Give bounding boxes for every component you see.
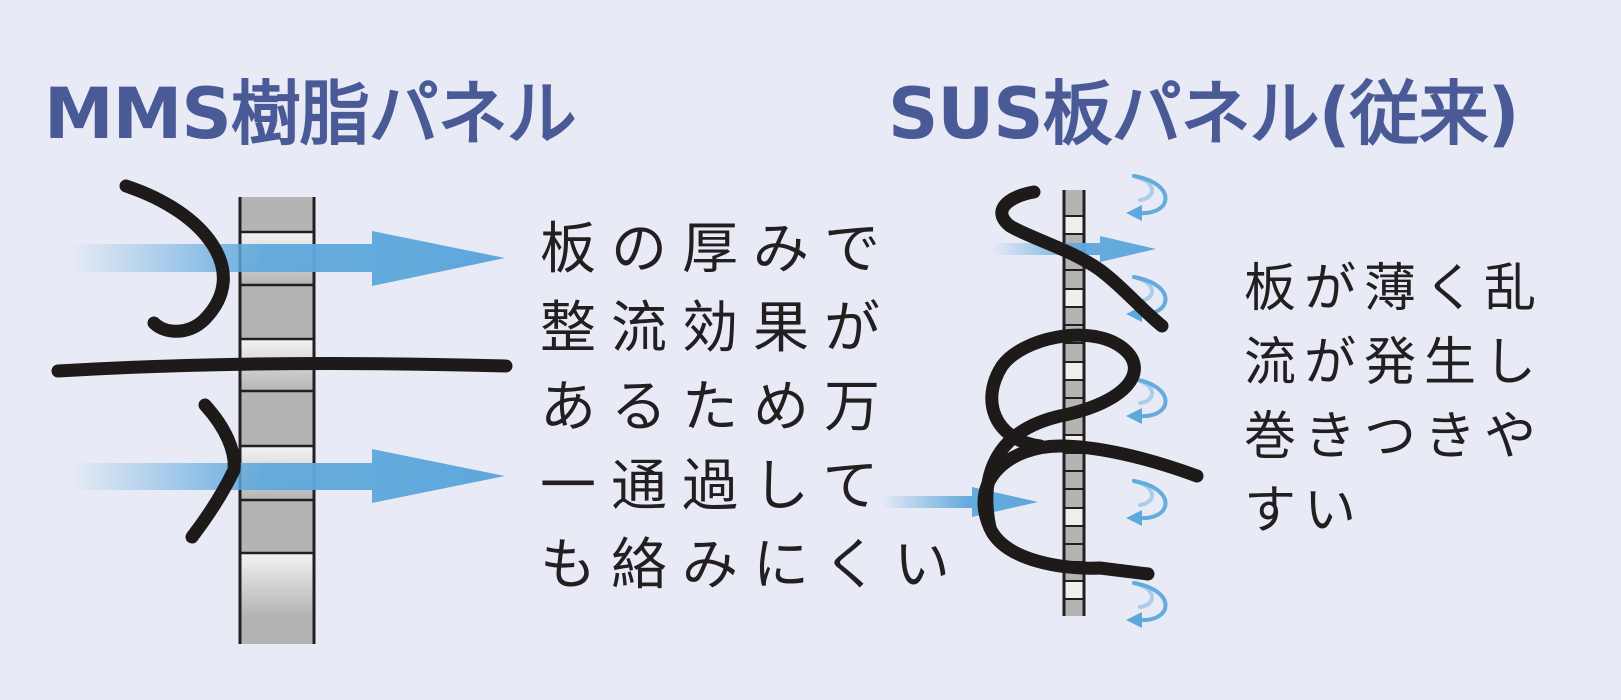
description-line: 板の厚みで	[540, 217, 895, 282]
description-line: も絡みにくい	[540, 533, 965, 598]
airflow-arrow-icon	[70, 449, 505, 503]
description-line: あるため万	[540, 375, 895, 440]
sus-panel-description: 板が薄く乱 流が発生し 巻きつきや すい	[1244, 252, 1544, 548]
mms-panel-description: 板の厚みで 整流効果が あるため万 一通過して も絡みにくい	[540, 210, 965, 605]
turbulence-swirl-icon	[1126, 479, 1168, 526]
fiber-strand-icon	[119, 179, 230, 338]
description-line: 巻きつきや	[1244, 407, 1545, 467]
airflow-arrow-icon	[70, 231, 505, 286]
turbulence-swirl-icon	[1126, 377, 1168, 424]
description-line: 一通過して	[540, 454, 894, 519]
description-line: 板が薄く乱	[1244, 259, 1545, 319]
fiber-strand-icon	[185, 398, 241, 544]
turbulence-swirl-icon	[1126, 174, 1168, 221]
turbulence-swirl-icon	[1126, 581, 1168, 628]
fiber-strand-icon	[51, 356, 513, 378]
fiber-strand-icon	[995, 185, 1169, 333]
fiber-strand-icon	[980, 328, 1141, 535]
description-line: 整流効果が	[540, 296, 895, 361]
sus-panel-title: SUS板パネル(従来)	[888, 73, 1520, 155]
description-line: 流が発生し	[1244, 333, 1545, 393]
airflow-arrow-icon	[880, 487, 1038, 517]
mms-panel-title: MMS樹脂パネル	[44, 73, 577, 155]
description-line: すい	[1244, 481, 1365, 541]
